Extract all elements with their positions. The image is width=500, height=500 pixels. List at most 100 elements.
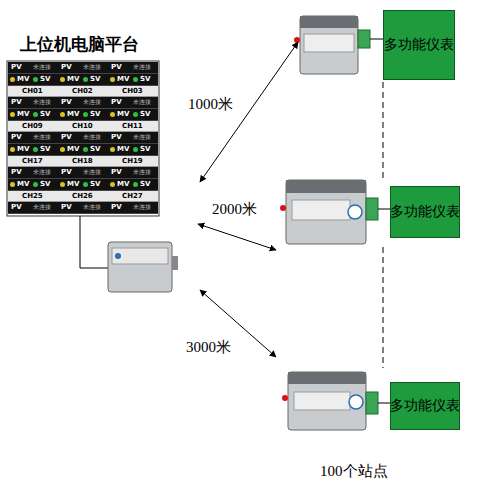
value-cell: PV 未连接 bbox=[108, 97, 158, 109]
table-cell: 未连接 bbox=[33, 99, 51, 105]
value-cell: PV未连接 bbox=[108, 62, 158, 74]
table-cell: SV bbox=[140, 181, 150, 188]
status-dot bbox=[110, 77, 115, 82]
station-device bbox=[280, 180, 390, 244]
table-cell: 未连接 bbox=[33, 169, 51, 175]
value-cell: MV SV bbox=[58, 109, 108, 121]
table-cell: MV bbox=[67, 76, 79, 83]
value-cell: MVSV bbox=[108, 144, 158, 156]
table-cell: SV bbox=[40, 181, 50, 188]
node-label: 多功能仪表 bbox=[390, 397, 460, 415]
table-cell: CH17 bbox=[22, 158, 43, 165]
table-cell: 未连接 bbox=[83, 99, 101, 105]
table-cell: 未连接 bbox=[133, 64, 151, 70]
value-cell: PV未连接 bbox=[8, 62, 58, 74]
table-cell: CH11 bbox=[122, 123, 143, 130]
channel-cell: CH26 bbox=[58, 191, 108, 202]
status-dot bbox=[83, 77, 88, 82]
diagram-caption: 100个站点 bbox=[320, 462, 388, 481]
table-cell: 未连接 bbox=[83, 64, 101, 70]
table-cell: SV bbox=[90, 146, 100, 153]
meter-box: 多功能仪表 bbox=[390, 382, 460, 430]
status-dot bbox=[83, 182, 88, 187]
table-cell: SV bbox=[40, 76, 50, 83]
table-cell: PV bbox=[111, 204, 122, 211]
table-cell: CH25 bbox=[22, 193, 43, 200]
table-cell: PV bbox=[11, 99, 22, 106]
table-cell: CH26 bbox=[72, 193, 93, 200]
value-cell: PV 未连接 bbox=[108, 167, 158, 179]
status-dot bbox=[33, 77, 38, 82]
dashed-line bbox=[383, 247, 384, 368]
table-cell: PV bbox=[61, 134, 72, 141]
status-dot bbox=[10, 182, 15, 187]
table-cell: CH02 bbox=[72, 88, 93, 95]
device-body bbox=[108, 242, 172, 292]
device-panel bbox=[294, 392, 350, 410]
table-cell: SV bbox=[90, 111, 100, 118]
value-cell: MVSV bbox=[108, 74, 158, 86]
table-cell: PV bbox=[111, 169, 122, 176]
table-cell: CH27 bbox=[122, 193, 143, 200]
status-dot bbox=[10, 112, 15, 117]
table-cell: MV bbox=[17, 146, 29, 153]
channel-cell: CH10 bbox=[58, 121, 108, 132]
status-dot bbox=[10, 147, 15, 152]
antenna-led bbox=[280, 205, 286, 211]
table-cell: CH10 bbox=[72, 123, 93, 130]
diagram-title: 上位机电脑平台 bbox=[20, 33, 139, 56]
value-cell: MVSV bbox=[8, 144, 58, 156]
value-cell: PV未连接 bbox=[8, 167, 58, 179]
value-cell: MVSV bbox=[58, 179, 108, 191]
channel-cell: CH17 bbox=[8, 156, 58, 167]
table-cell: CH18 bbox=[72, 158, 93, 165]
channel-cell: CH18 bbox=[58, 156, 108, 167]
table-cell: CH01 bbox=[22, 88, 43, 95]
table-cell: 未连接 bbox=[133, 169, 151, 175]
wireless-link bbox=[198, 224, 276, 250]
table-cell: 未连接 bbox=[83, 134, 101, 140]
table-cell: PV bbox=[111, 99, 122, 106]
meter-wire bbox=[378, 209, 390, 210]
value-cell: PV 未连接 bbox=[58, 62, 108, 74]
device-panel bbox=[304, 34, 354, 52]
table-cell: CH03 bbox=[122, 88, 143, 95]
status-dot bbox=[60, 182, 65, 187]
status-dot bbox=[133, 182, 138, 187]
value-cell: PV未连接 bbox=[8, 132, 58, 144]
table-cell: MV bbox=[67, 111, 79, 118]
channel-cell: CH02 bbox=[58, 86, 108, 97]
table-cell: MV bbox=[17, 181, 29, 188]
value-cell: PV 未连接 bbox=[108, 202, 158, 214]
status-dot bbox=[33, 147, 38, 152]
table-cell: 未连接 bbox=[133, 99, 151, 105]
channel-cell: CH27 bbox=[108, 191, 158, 202]
table-cell: PV bbox=[61, 99, 72, 106]
value-cell: MVSV bbox=[108, 179, 158, 191]
table-cell: SV bbox=[90, 76, 100, 83]
table-cell: 未连接 bbox=[83, 169, 101, 175]
status-dot bbox=[60, 112, 65, 117]
table-cell: SV bbox=[90, 181, 100, 188]
table-cell: PV bbox=[61, 64, 72, 71]
value-cell: PV未连接 bbox=[8, 202, 58, 214]
base-station bbox=[108, 242, 178, 292]
dashed-line bbox=[383, 82, 384, 178]
table-cell: MV bbox=[117, 76, 129, 83]
table-cell: PV bbox=[111, 134, 122, 141]
table-cell: 未连接 bbox=[133, 134, 151, 140]
antenna-led bbox=[294, 37, 300, 43]
table-cell: PV bbox=[61, 169, 72, 176]
device-top bbox=[300, 16, 358, 28]
status-dot bbox=[33, 182, 38, 187]
cable-wire bbox=[80, 216, 108, 268]
table-cell: MV bbox=[67, 146, 79, 153]
device-logo bbox=[349, 395, 363, 409]
channel-cell: CH01 bbox=[8, 86, 58, 97]
table-cell: 未连接 bbox=[133, 204, 151, 210]
value-cell: PV 未连接 bbox=[58, 132, 108, 144]
channel-cell: CH11 bbox=[108, 121, 158, 132]
table-cell: SV bbox=[140, 146, 150, 153]
antenna-led bbox=[282, 395, 288, 401]
station-device bbox=[282, 372, 390, 430]
